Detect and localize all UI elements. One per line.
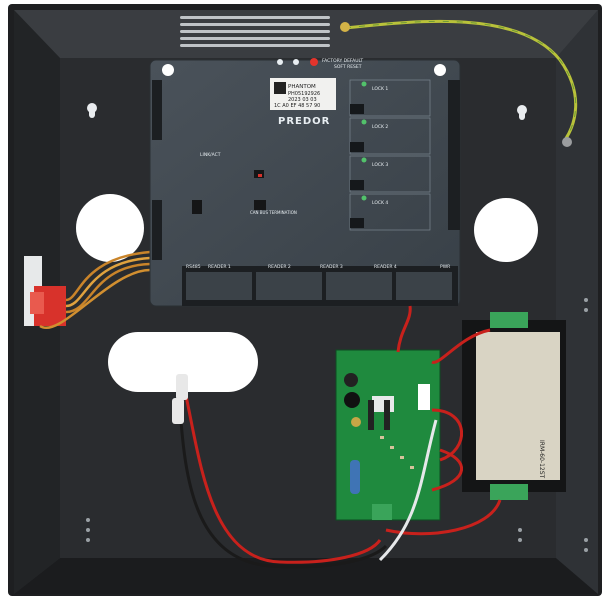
cable-slot <box>108 332 258 392</box>
controller-date: 2023 03 03 <box>288 97 317 103</box>
pwr-label: PWR <box>440 264 450 270</box>
spade-connectors <box>172 374 188 424</box>
controller-model: PHANTOM <box>288 84 316 90</box>
top-vents <box>180 16 330 47</box>
rs485-label: RS485 <box>186 264 201 270</box>
lock-1-label: LOCK 1 <box>372 86 388 92</box>
link-label: LINK/ACT <box>200 152 221 158</box>
knockout-hole-left <box>76 194 144 262</box>
controller-serial: PH05192926 <box>288 91 320 97</box>
lock-4-label: LOCK 4 <box>372 200 388 206</box>
lock-3-label: LOCK 3 <box>372 162 388 168</box>
tamper-wires <box>39 250 151 330</box>
controller-board: PHANTOM PH05192926 2023 03 03 1C A0 EF 4… <box>149 58 461 307</box>
lock-2-label: LOCK 2 <box>372 124 388 130</box>
can-bus-label: CAN BUS TERMINATION <box>250 210 297 215</box>
power-supply-board <box>335 349 441 521</box>
controller-mac: 1C A0 EF 48 57 90 <box>274 103 320 109</box>
psu-model: IRM-60-12ST <box>538 440 545 479</box>
reader-2-label: READER 2 <box>268 264 291 270</box>
transformer-module: IRM-60-12ST <box>462 312 566 500</box>
keyhole-mount-right <box>517 105 527 120</box>
psu-wiring <box>178 305 502 569</box>
reader-3-label: READER 3 <box>320 264 343 270</box>
status-led-green <box>293 59 299 65</box>
keyhole-mount-left <box>87 103 97 118</box>
knockout-hole-right <box>474 198 538 262</box>
factory-default-label: FACTORY DEFAULT <box>322 58 363 64</box>
soft-reset-label: SOFT RESET <box>334 64 362 70</box>
reader-1-label: READER 1 <box>208 264 231 270</box>
controller-brand: PREDOR <box>278 116 330 127</box>
ground-wire <box>340 19 578 147</box>
tamper-switch <box>24 256 66 326</box>
status-led-red <box>310 58 318 66</box>
reader-4-label: READER 4 <box>374 264 397 270</box>
